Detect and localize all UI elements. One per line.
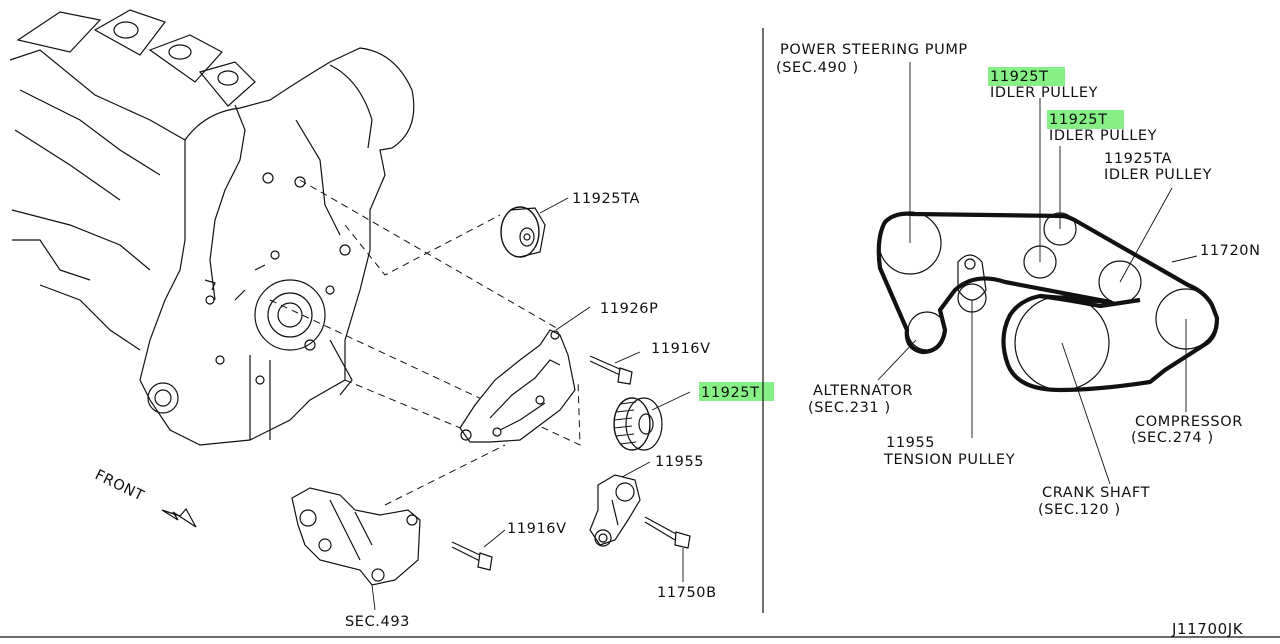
right-leader-lines: [877, 62, 1198, 485]
bracket-11926p-drawing: [459, 329, 576, 443]
bolt-11750b-drawing: [644, 516, 691, 549]
label-11955: 11955: [655, 454, 704, 470]
label-11925ta-upper: 11925TA: [572, 191, 640, 207]
tension-line1: 11955: [886, 435, 935, 451]
diagram-id: J11700JK: [1171, 620, 1244, 638]
idler3-name: IDLER PULLEY: [1104, 167, 1212, 183]
highlight-idler2: [1047, 110, 1124, 129]
label-11916v-lower: 11916V: [507, 521, 567, 537]
idler1-name: IDLER PULLEY: [990, 85, 1098, 101]
left-leader-lines: [371, 197, 691, 611]
belt-code: 11720N: [1200, 243, 1261, 259]
tension-line2: TENSION PULLEY: [883, 452, 1015, 468]
label-11926p: 11926P: [600, 301, 658, 317]
explode-dash-lines: [269, 179, 581, 506]
right-callouts: POWER STEERING PUMP (SEC.490 ) 11925T ID…: [776, 42, 1261, 518]
drive-belt-inner: [1039, 293, 1141, 309]
tensioner-11955-drawing: [589, 474, 641, 547]
crank-line1: CRANK SHAFT: [1042, 485, 1150, 501]
label-11916v-upper: 11916V: [651, 341, 711, 357]
compressor-line2: (SEC.274 ): [1131, 430, 1214, 446]
highlight-11925t-left: [699, 382, 774, 401]
bolt-11916v-upper-drawing: [589, 355, 633, 385]
alternator-line1: ALTERNATOR: [813, 383, 913, 399]
tension-pulley-hub: [964, 258, 976, 270]
bolt-11916v-lower-drawing: [451, 541, 493, 571]
front-arrow-icon: [161, 507, 197, 528]
front-label: FRONT: [92, 467, 146, 504]
label-11925t-left: 11925T: [701, 385, 760, 401]
front-direction-indicator: FRONT: [92, 467, 197, 528]
left-part-labels: 11925TA 11926P 11916V 11925T 11955 11916…: [345, 191, 774, 630]
crank-line2: (SEC.120 ): [1038, 502, 1121, 518]
label-11750b: 11750B: [657, 585, 717, 601]
tension-pulley-arm: [957, 254, 987, 301]
idler2-code: 11925T: [1049, 112, 1108, 128]
idler-pulley-11925t-drawing: [613, 397, 663, 451]
engine-block-drawing: [9, 9, 415, 446]
power-steering-line1: POWER STEERING PUMP: [780, 42, 968, 58]
bracket-sec493-drawing: [291, 487, 421, 586]
power-steering-line2: (SEC.490 ): [776, 60, 859, 76]
drive-belt: [876, 211, 1220, 393]
idler-pulley-11925ta-drawing: [500, 206, 546, 258]
idler3-code: 11925TA: [1104, 151, 1172, 167]
alternator-line2: (SEC.231 ): [808, 400, 891, 416]
idler2-name: IDLER PULLEY: [1049, 128, 1157, 144]
label-sec493: SEC.493: [345, 614, 410, 630]
compressor-line1: COMPRESSOR: [1135, 414, 1243, 430]
belt-routing-diagram: [876, 211, 1220, 393]
highlight-idler1: [988, 67, 1065, 86]
idler1-code: 11925T: [990, 69, 1049, 85]
